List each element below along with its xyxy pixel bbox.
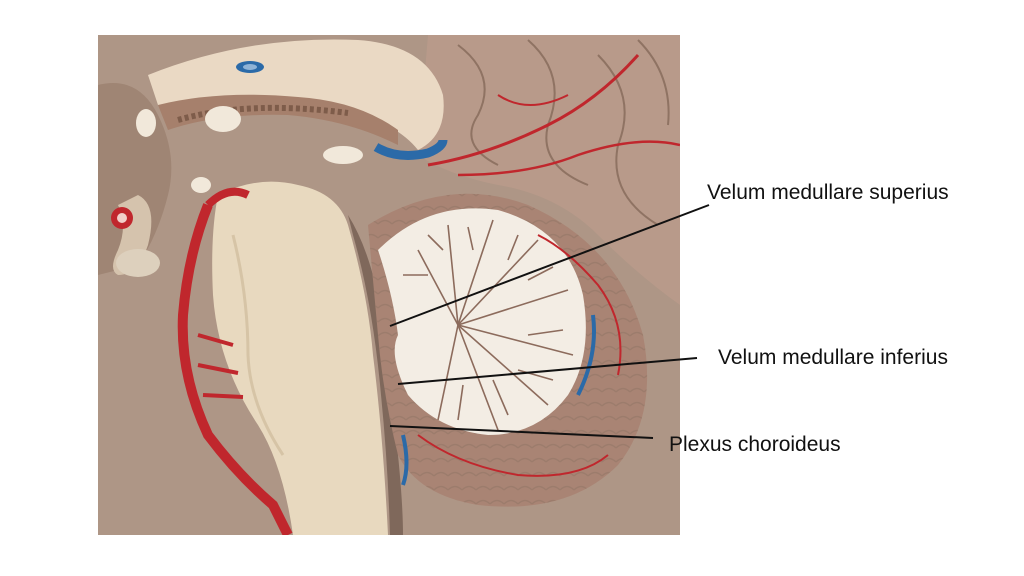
label-velum-medullare-superius: Velum medullare superius [707, 181, 949, 204]
leader-line-velum-medullare-inferius [397, 357, 698, 385]
leader-line-velum-medullare-superius [389, 204, 710, 327]
label-plexus-choroideus: Plexus choroideus [669, 433, 841, 456]
label-velum-medullare-inferius: Velum medullare inferius [718, 346, 948, 369]
leader-line-plexus-choroideus [389, 425, 654, 439]
brain-sagittal-illustration [98, 35, 680, 535]
